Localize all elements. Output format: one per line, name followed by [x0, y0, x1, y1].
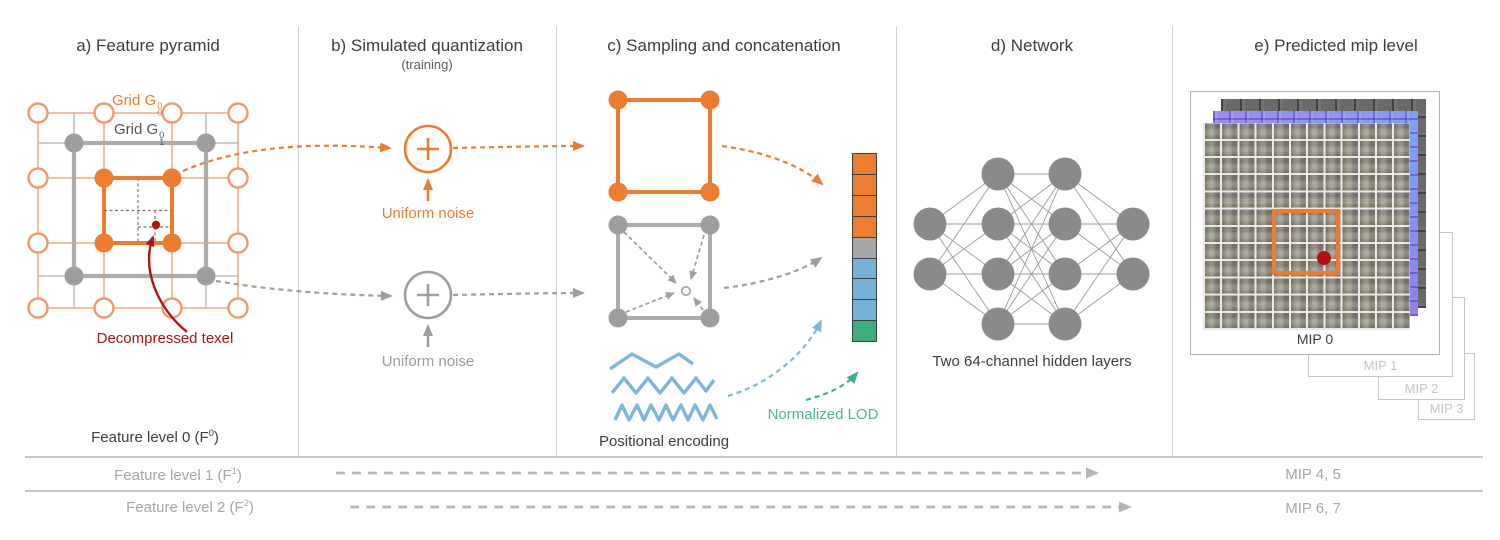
normalized-lod-label: Normalized LOD	[767, 406, 879, 423]
network-edge	[997, 173, 1066, 275]
panel-b-subtitle: (training)	[401, 57, 453, 72]
panel-divider-ab	[297, 26, 299, 456]
grid0-corner-nodes	[94, 168, 182, 253]
feature-level2-label: Feature level 2 (F2)	[126, 498, 254, 516]
network-node	[1048, 257, 1082, 291]
decompressed-texel-label: Decompressed texel	[96, 330, 234, 347]
arrow-grid1-to-noise	[215, 279, 393, 301]
network-node	[981, 307, 1015, 341]
mip2-label: MIP 2	[1404, 381, 1439, 396]
feature-level0-label: Feature level 0 (F0)	[91, 428, 219, 446]
panel-b-title: b) Simulated quantization	[331, 36, 523, 55]
texel-pointer-arrow	[145, 235, 188, 333]
feature-pyramid-grid	[27, 102, 249, 333]
sample-square-grid0	[608, 90, 720, 202]
feature-cell-green	[852, 320, 877, 343]
grid1-corner-nodes	[64, 133, 216, 286]
positional-encoding-waves	[609, 352, 719, 422]
network-node	[981, 207, 1015, 241]
feature-vector-column	[852, 153, 877, 343]
panel-d-title: d) Network	[990, 36, 1074, 55]
arrow-noise-to-sample-grid0	[452, 141, 585, 152]
texel-subdivision-lines	[104, 178, 172, 243]
plus-icon	[417, 284, 439, 306]
noise-adder-grid0	[403, 124, 453, 201]
mip67-label: MIP 6, 7	[1285, 500, 1341, 517]
network-node	[1116, 207, 1150, 241]
feature-level1-label: Feature level 1 (F1)	[114, 466, 242, 484]
mip3-label: MIP 3	[1429, 401, 1464, 416]
plus-icon	[417, 138, 439, 160]
network-edge	[929, 173, 999, 275]
arrow-grid1-to-column	[723, 256, 823, 290]
network-node	[913, 207, 947, 241]
decompressed-texel-dot	[151, 220, 161, 230]
panel-divider-de	[1171, 26, 1173, 456]
network-node	[1048, 207, 1082, 241]
grid1-cell-square	[71, 140, 209, 279]
arrow-grid0-to-noise	[182, 142, 392, 173]
mip0-label: MIP 0	[1296, 331, 1334, 347]
mip0-frame: MIP 0	[1190, 91, 1440, 355]
panel-divider-bc	[555, 26, 557, 456]
sample-region-outline	[1272, 209, 1340, 275]
positional-encoding-label: Positional encoding	[598, 433, 730, 450]
noise-adder-grid1	[403, 270, 453, 347]
uniform-noise-label-grid1: Uniform noise	[381, 353, 475, 370]
arrow-noise-to-sample-grid1	[452, 288, 585, 299]
uniform-noise-label-grid0: Uniform noise	[381, 205, 475, 222]
bilinear-arrows	[623, 231, 705, 313]
mip1-label: MIP 1	[1363, 358, 1398, 373]
texture-albedo-map	[1203, 123, 1410, 330]
network-node	[913, 257, 947, 291]
network-node	[981, 257, 1015, 291]
neural-network	[913, 157, 1150, 341]
network-node	[1048, 307, 1082, 341]
network-node	[1116, 257, 1150, 291]
panel-a-title: a) Feature pyramid	[76, 36, 220, 55]
panel-e-title: e) Predicted mip level	[1254, 36, 1418, 55]
network-node	[1048, 157, 1082, 191]
arrow-lod-to-column	[805, 371, 859, 402]
arrow-grid0-to-column	[721, 144, 824, 186]
panel-divider-cd	[895, 26, 897, 456]
sample-square-grid1	[608, 215, 720, 328]
row-separator-2	[25, 490, 1483, 492]
row-separator-1	[25, 456, 1483, 458]
sample-point	[680, 285, 691, 296]
network-edge	[1064, 223, 1134, 325]
network-node	[981, 157, 1015, 191]
panel-c-title: c) Sampling and concatenation	[607, 36, 841, 55]
grid0-hollow-nodes	[27, 102, 249, 319]
network-caption: Two 64-channel hidden layers	[932, 353, 1132, 370]
network-edge	[997, 223, 1066, 325]
mip45-label: MIP 4, 5	[1285, 466, 1341, 483]
network-edge	[997, 173, 1066, 325]
arrow-encoding-to-column	[727, 319, 822, 398]
predicted-texel-dot	[1317, 251, 1331, 265]
